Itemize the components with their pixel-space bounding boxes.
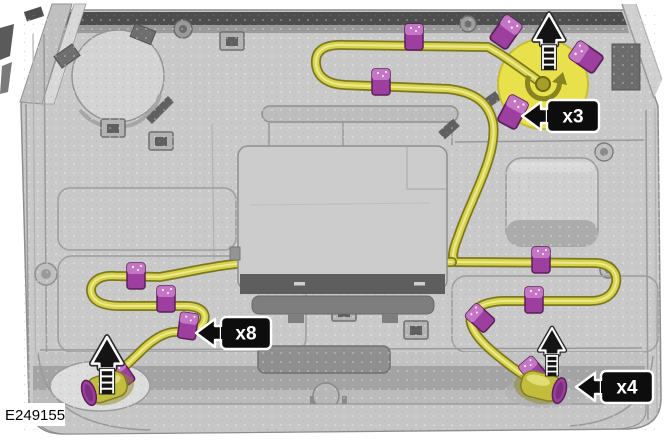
harness-clip-icon xyxy=(371,68,391,96)
harness-clip-icon xyxy=(126,262,146,290)
callout-label: x8 xyxy=(235,324,256,345)
twist-lock-icon xyxy=(524,72,567,102)
harness-clip-icon xyxy=(156,285,176,313)
harness-clip-icon xyxy=(524,286,544,314)
overhead-console-module xyxy=(229,145,448,323)
figure-reference-code: E249155 xyxy=(5,407,65,424)
harness-connector-right xyxy=(513,370,568,405)
figure-reference: E249155 xyxy=(1,403,65,426)
callout-label: x4 xyxy=(616,378,638,399)
harness-clip-icon xyxy=(531,246,551,274)
callout-x3: x3 xyxy=(520,98,601,134)
harness-clip-icon xyxy=(404,23,424,51)
callout-x8: x8 xyxy=(194,315,273,351)
harness-clip-icon xyxy=(176,311,200,341)
callout-x4: x4 xyxy=(574,369,655,405)
callout-label: x3 xyxy=(562,107,583,128)
